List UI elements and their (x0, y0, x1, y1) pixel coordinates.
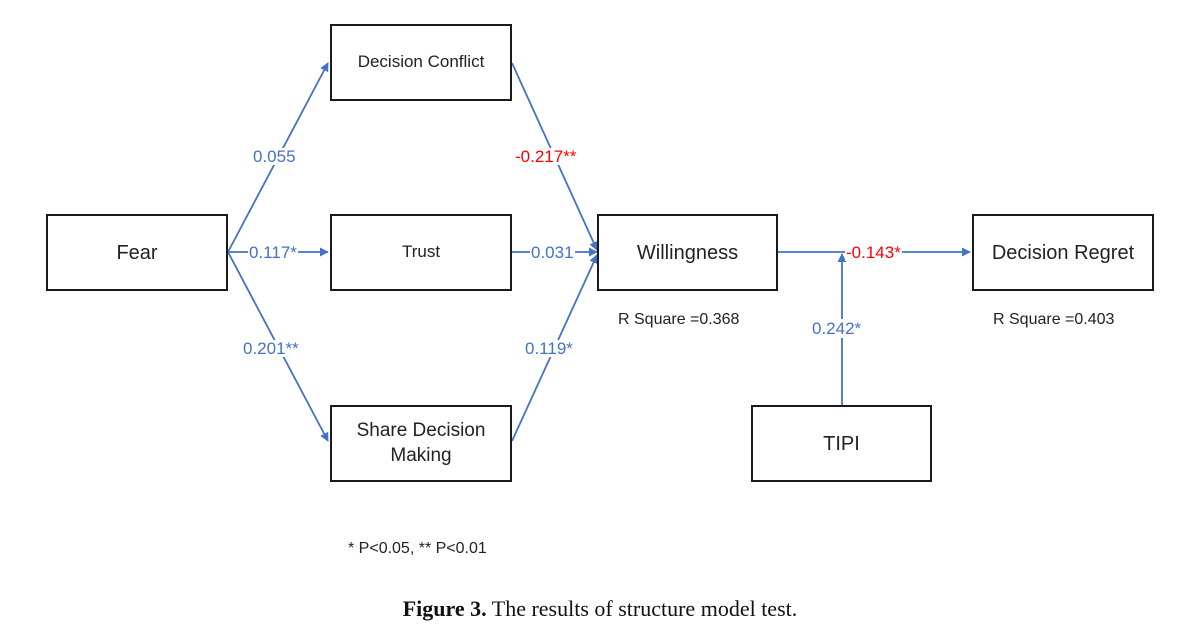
node-decision-regret-label: Decision Regret (991, 241, 1135, 264)
node-decision-regret: Decision Regret (972, 214, 1154, 291)
figure-caption-label: Figure 3. (402, 596, 487, 621)
path-coefficient-decision-conflict-willingness: -0.217** (515, 147, 577, 166)
node-trust: Trust (330, 214, 512, 291)
path-coefficient-willingness-decision-regret: -0.143* (845, 243, 902, 262)
node-share-decision-making-label: Share Decision Making (356, 419, 486, 466)
node-decision-conflict-label: Decision Conflict (357, 52, 485, 72)
node-share-decision-making: Share Decision Making (330, 405, 512, 482)
node-fear-label: Fear (116, 241, 158, 264)
path-coefficient-share-decision-making-willingness: 0.119* (525, 339, 573, 358)
node-willingness-label: Willingness (636, 241, 739, 264)
node-tipi-label: TIPI (823, 432, 860, 455)
significance-note: * P<0.05, ** P<0.01 (348, 540, 487, 557)
r-square-decision-regret: R Square =0.403 (993, 311, 1115, 328)
node-trust-label: Trust (401, 242, 441, 262)
node-tipi: TIPI (751, 405, 932, 482)
path-coefficient-fear-decision-conflict: 0.055 (253, 147, 296, 166)
figure-caption: Figure 3. The results of structure model… (0, 596, 1200, 622)
figure-caption-text: The results of structure model test. (491, 596, 798, 621)
path-coefficient-fear-trust: 0.117* (248, 243, 298, 262)
node-decision-conflict: Decision Conflict (330, 24, 512, 101)
node-fear: Fear (46, 214, 228, 291)
path-coefficient-trust-willingness: 0.031 (530, 243, 575, 262)
path-coefficient-tipi-moderation: 0.242* (810, 319, 864, 338)
r-square-willingness: R Square =0.368 (618, 311, 740, 328)
node-willingness: Willingness (597, 214, 778, 291)
path-coefficient-fear-share-decision-making: 0.201** (243, 339, 299, 358)
